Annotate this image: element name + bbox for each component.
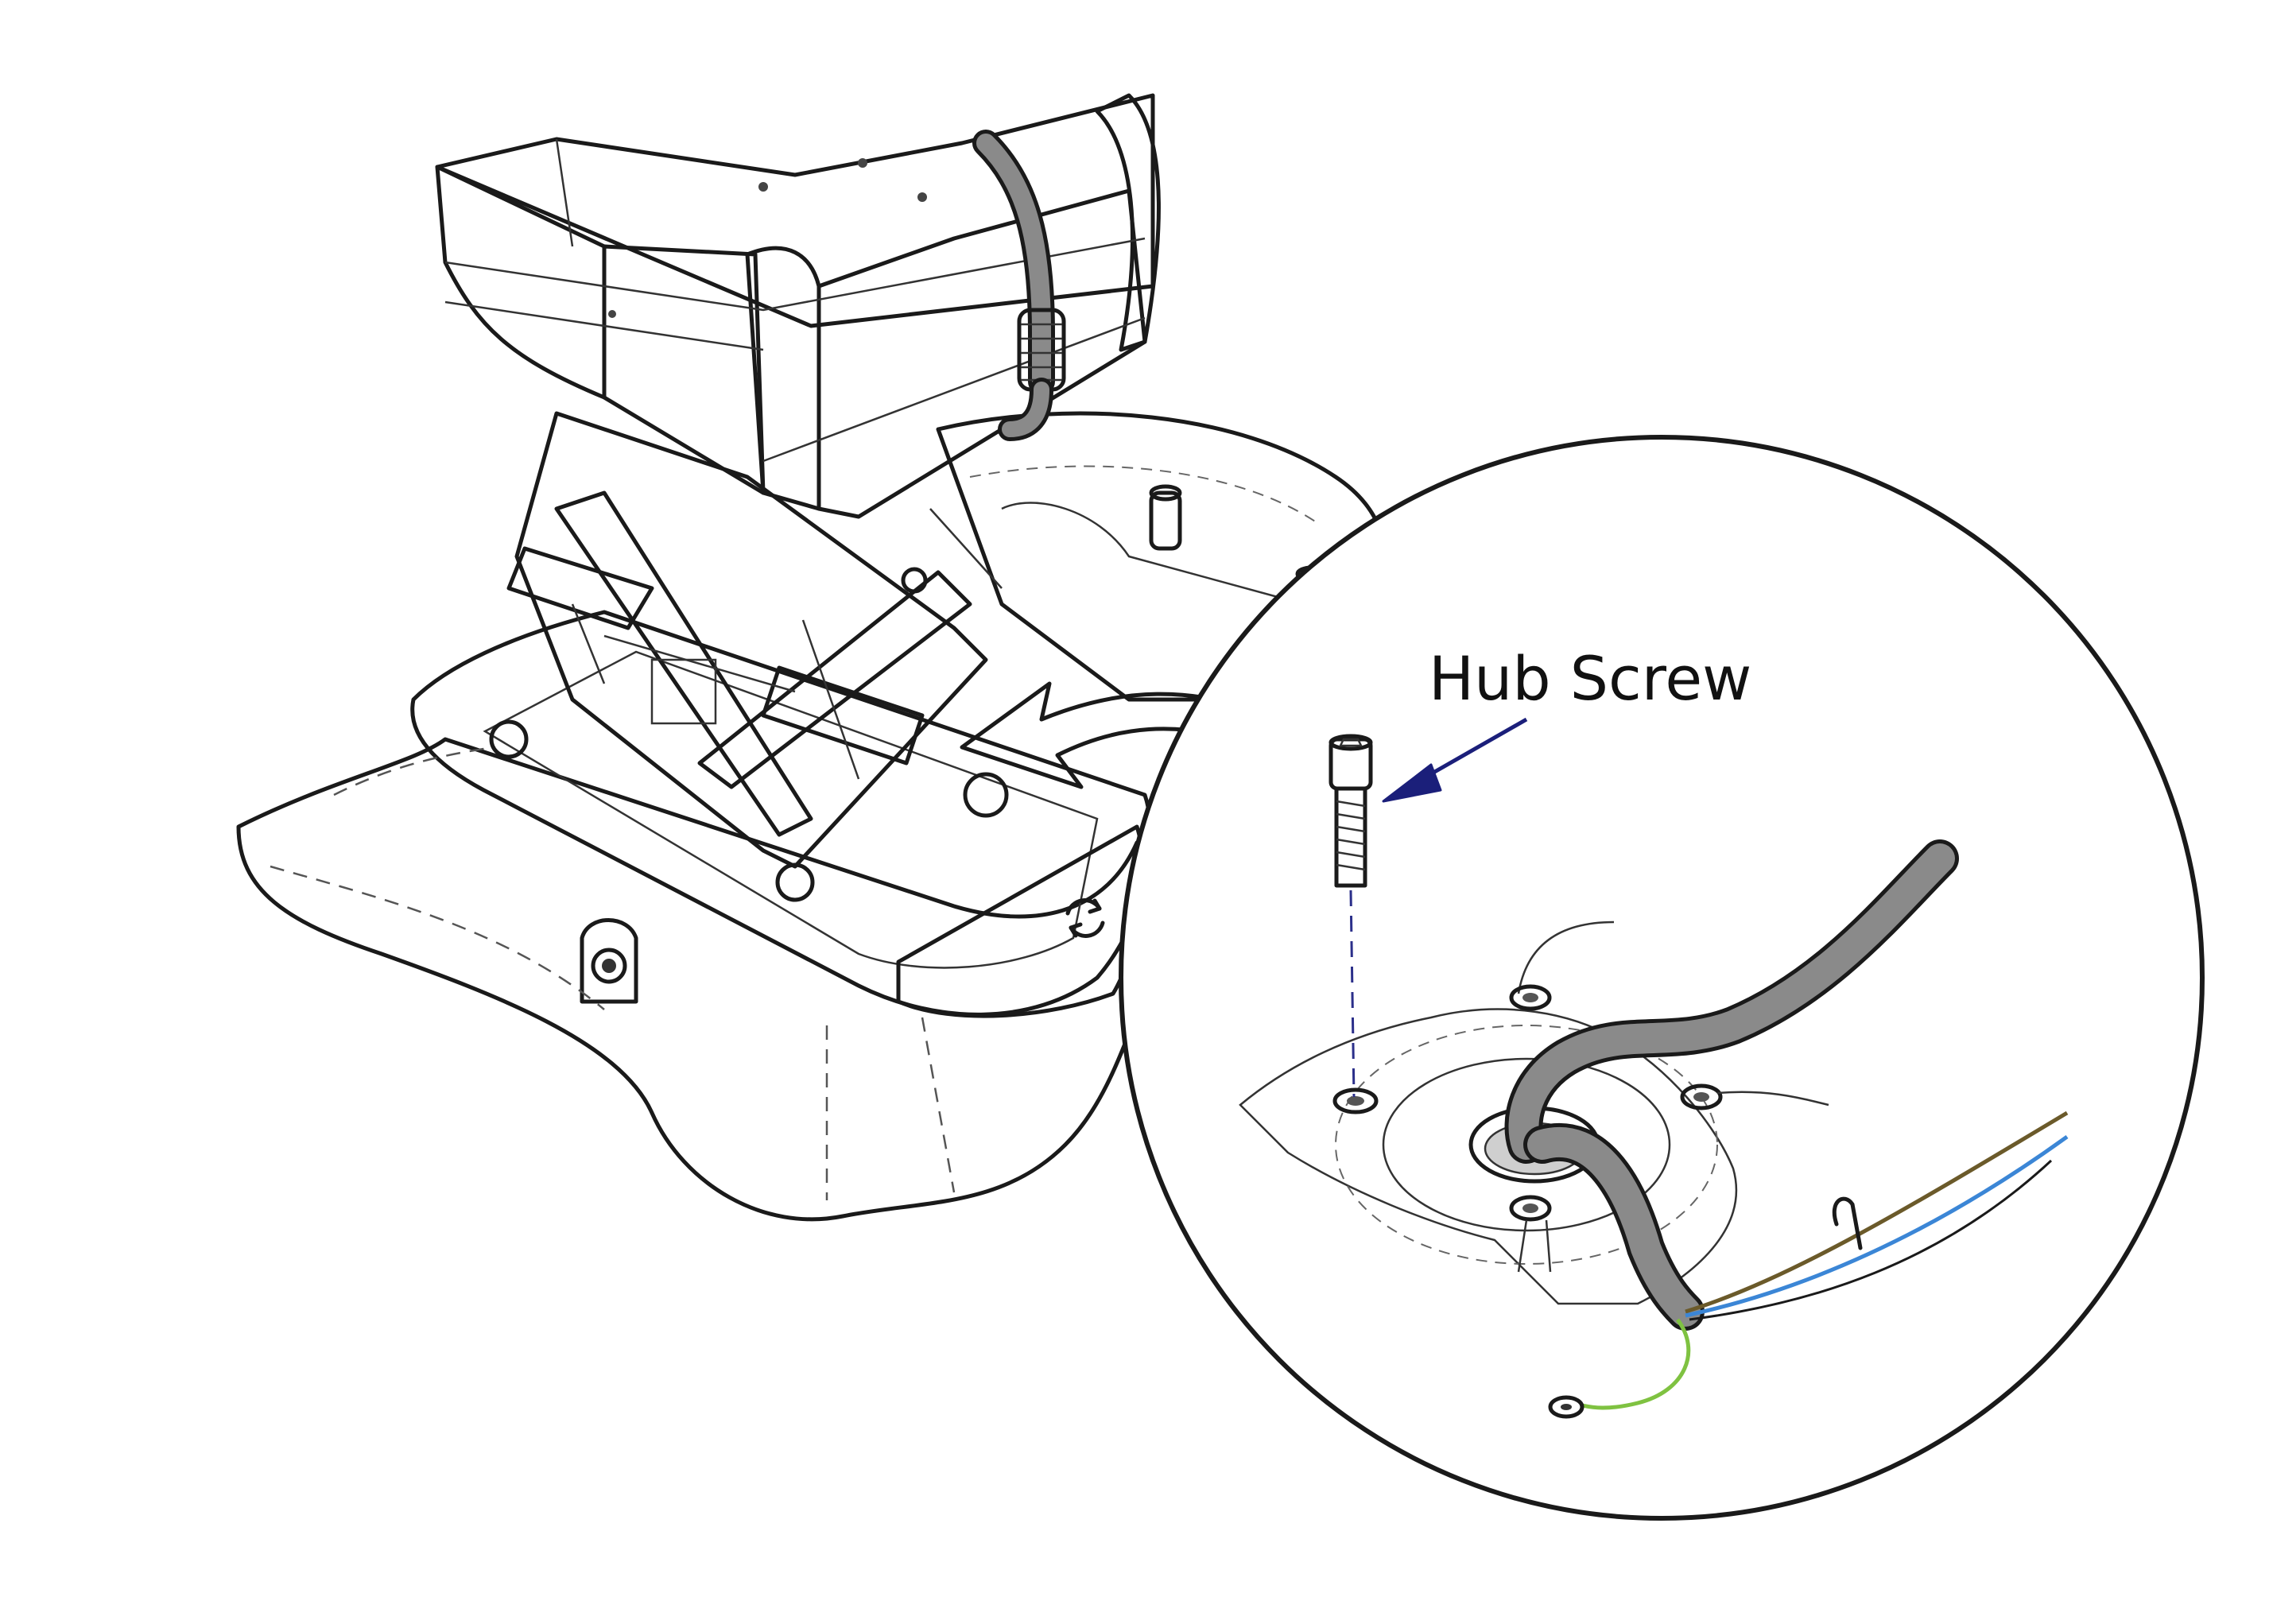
conductor-wires	[1548, 1110, 2069, 1419]
seat-body-side	[816, 188, 1147, 519]
hub-lug-screw-hole	[1332, 1087, 1379, 1114]
wire-clip	[1832, 1196, 1863, 1250]
power-cable	[972, 130, 1066, 441]
callout-label-hub-screw: Hub Screw	[1429, 643, 1751, 714]
base-tub-rim	[410, 610, 1153, 1017]
seat-body-top	[435, 93, 1155, 328]
hub-lug	[1680, 1083, 1829, 1110]
scissor-lift	[489, 411, 1009, 902]
ring-terminal	[1548, 1395, 1585, 1419]
seat-body-front-left	[435, 165, 607, 400]
label-pointer	[1382, 717, 1528, 803]
hub-lug	[1509, 1195, 1552, 1273]
rotate-icon	[1065, 898, 1105, 938]
support-post	[1149, 484, 1182, 551]
seat-side-rounded	[1095, 93, 1161, 352]
chair-base-assembly	[236, 93, 1387, 1222]
screw-alignment-line	[1349, 890, 1356, 1098]
front-connector	[580, 918, 638, 1004]
base-tub-floor	[483, 650, 1099, 969]
hub-cable	[1504, 839, 1959, 1331]
hub-lug	[1509, 921, 1615, 1011]
detail-magnifier: Hub Screw	[1119, 435, 2205, 1521]
hub-screw	[1329, 734, 1373, 888]
hub-plate	[1239, 921, 1829, 1305]
front-panel	[896, 824, 1146, 1018]
base-shell	[236, 737, 1163, 1222]
